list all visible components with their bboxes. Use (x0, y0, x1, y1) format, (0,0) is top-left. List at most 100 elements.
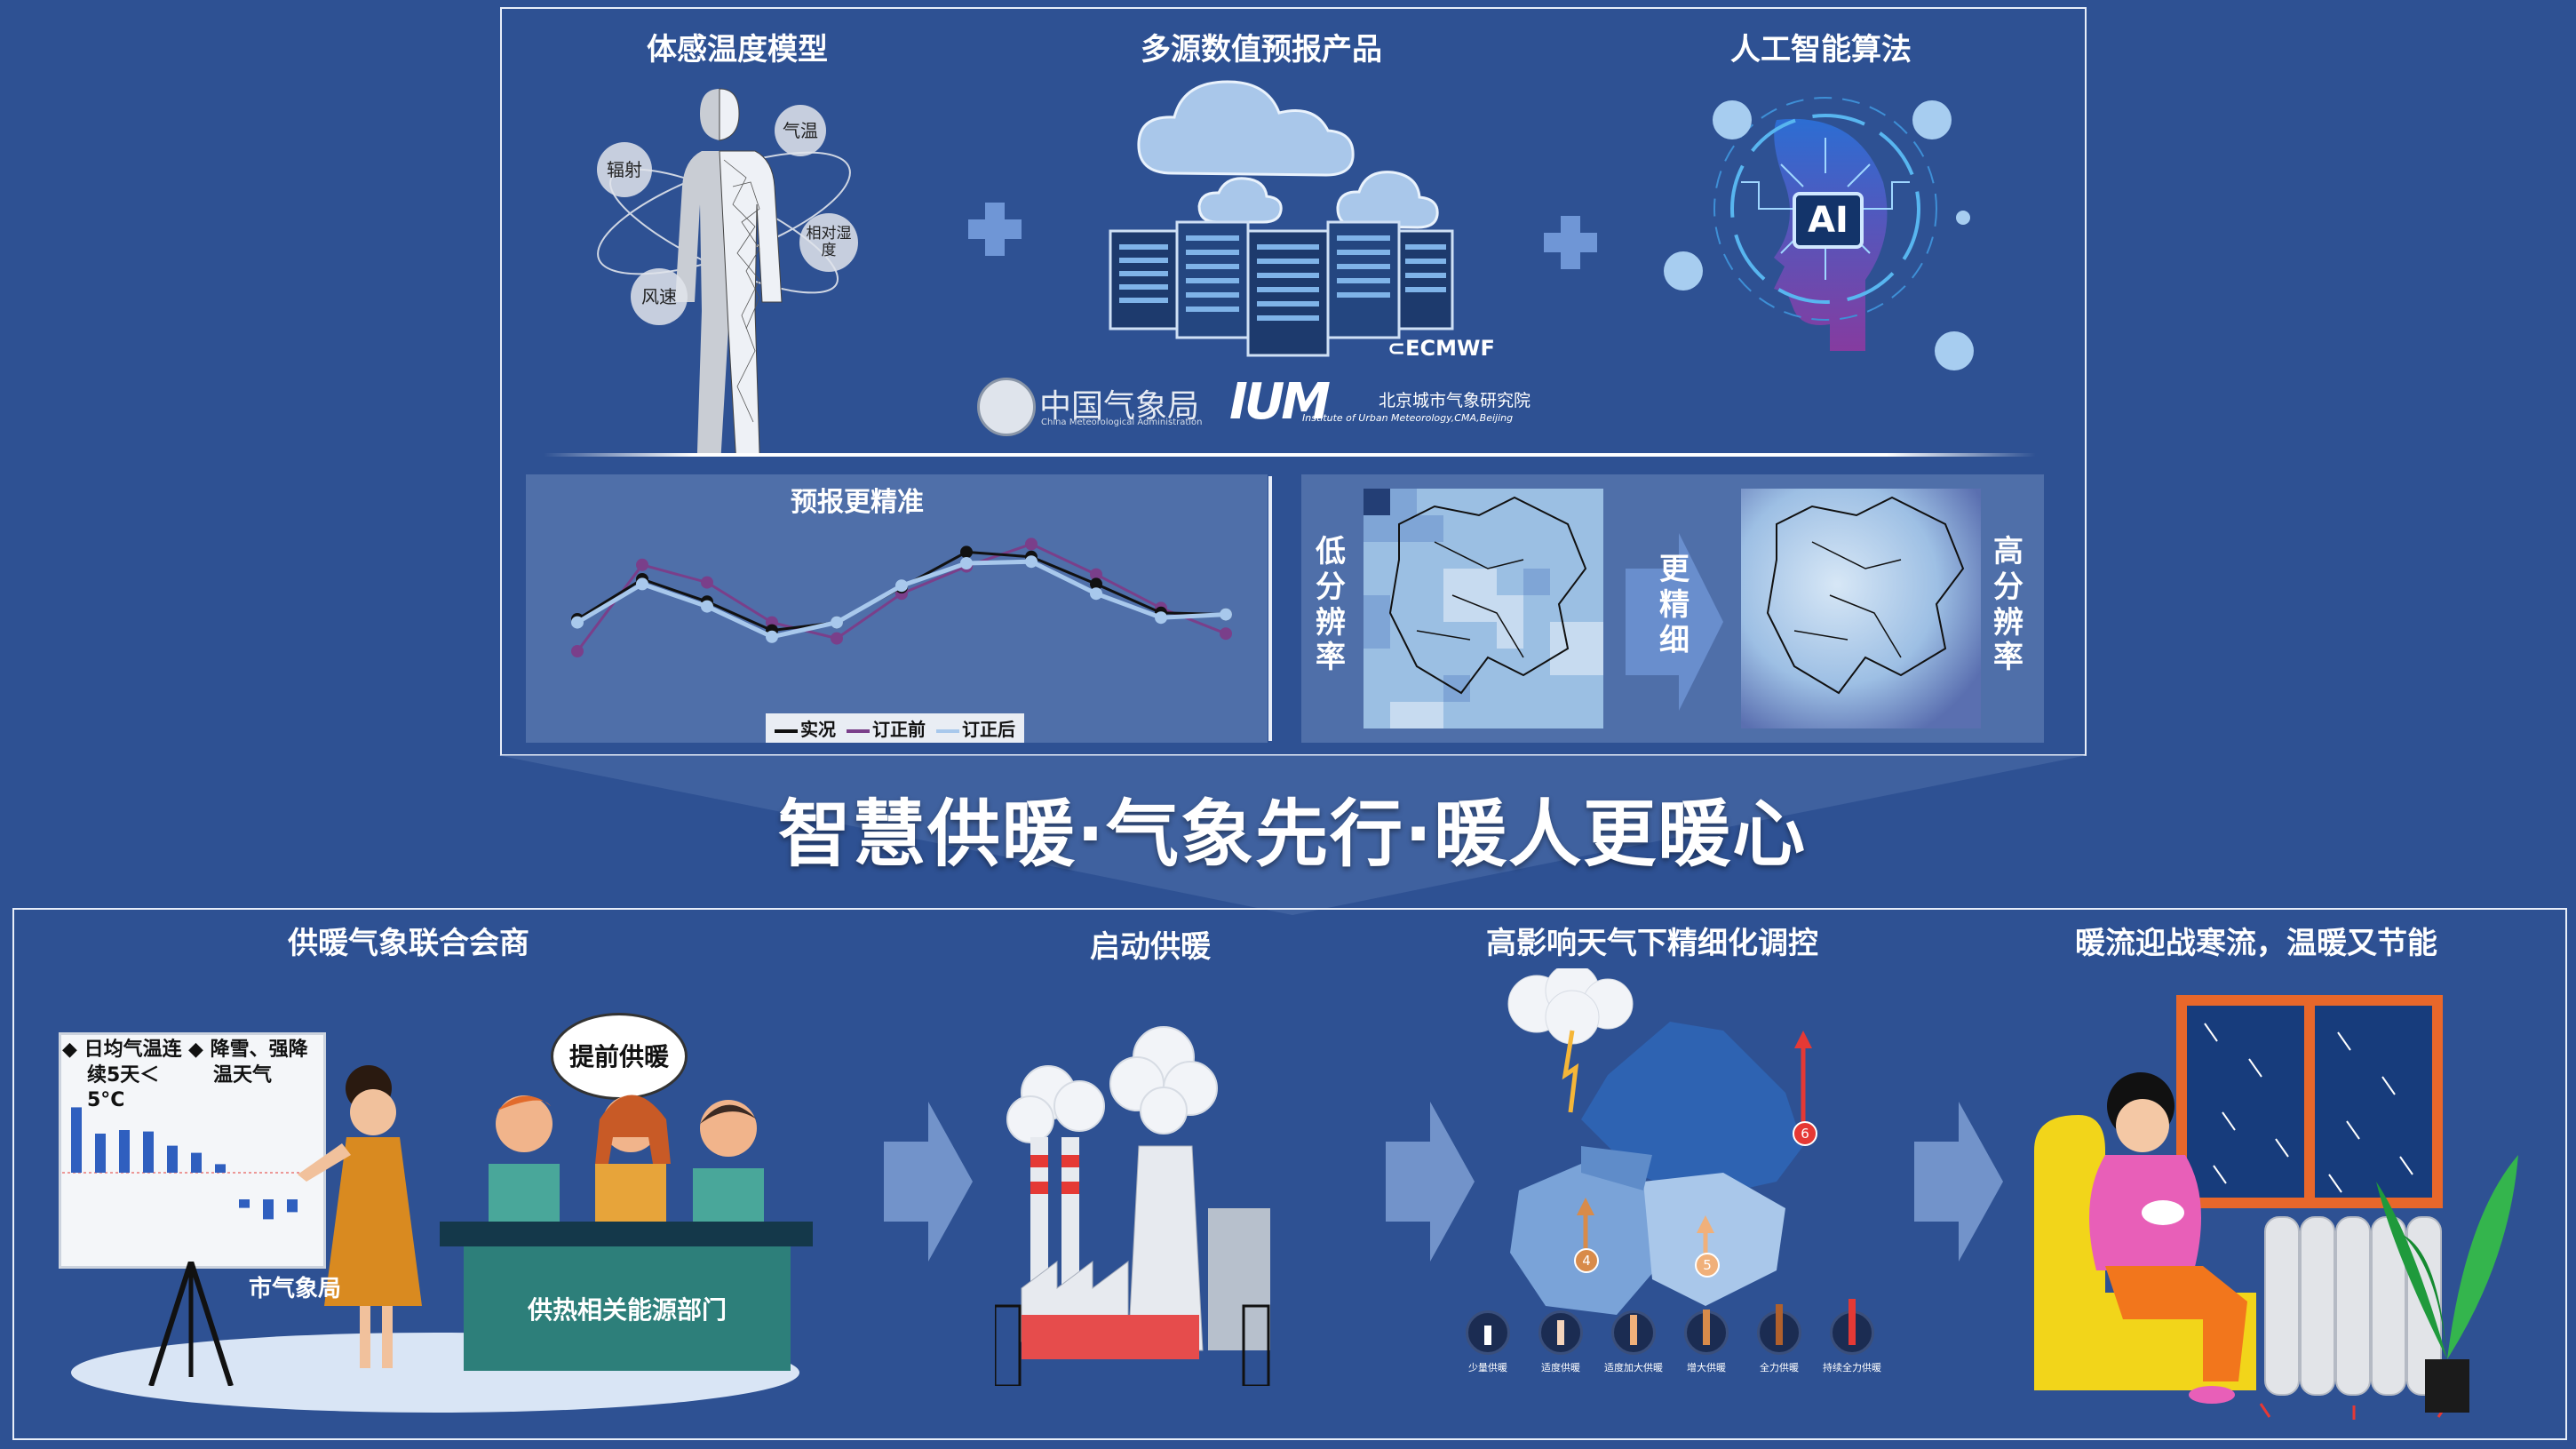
data-point (571, 645, 584, 657)
window-pane-right (2315, 1006, 2432, 1198)
legend-item-before: 订正前 (847, 715, 926, 741)
refine-arrow-icon (1626, 533, 1723, 711)
label-refine: 更精细 (1659, 552, 1690, 658)
plus-icon (985, 203, 1005, 256)
regulation-level-item: 持续全力供暖 (1821, 1299, 1883, 1374)
slogan: 智慧供暖·气象先行·暖人更暖心 (777, 792, 1808, 877)
low-resolution-map (1364, 489, 1603, 728)
slogan-banner-shape (497, 755, 2087, 915)
cma-emblem-icon (977, 378, 1036, 436)
ecmwf-text: ECMWF (1405, 336, 1495, 361)
speaker-label: 市气象局 (249, 1276, 342, 1302)
data-point (960, 545, 973, 559)
regulation-levels: 少量供暖 适度供暖 适度加大供暖 增大供暖 全力供暖持续全力供暖 (1457, 1299, 1883, 1374)
board-easel-legs (148, 1262, 234, 1386)
up-arrow-icon (1557, 1320, 1564, 1345)
data-point (571, 616, 584, 629)
regulation-level-icon (1538, 1310, 1583, 1355)
heating-plant-illustration (995, 1026, 1270, 1386)
board-bar (287, 1199, 298, 1213)
step-title-start-heating: 启动供暖 (1090, 929, 1211, 965)
board-bar (143, 1131, 154, 1173)
regulation-level-label: 增大供暖 (1687, 1362, 1726, 1373)
step-title-warm-efficient: 暖流迎战寒流，温暖又节能 (2075, 926, 2437, 961)
board-note-left: ◆ 日均气温连 续5天＜5°C (62, 1038, 187, 1114)
forecast-panel (526, 474, 1268, 743)
panel-divider (1268, 476, 1272, 741)
step-title-fine-regulation: 高影响天气下精细化调控 (1486, 926, 1818, 961)
legend-item-obs: 实况 (775, 715, 836, 741)
bubble-humidity: 相对湿度 (799, 213, 858, 272)
regulation-level-item: 增大供暖 (1675, 1310, 1737, 1374)
data-point (636, 577, 648, 591)
ium-logo-mark: IUM (1229, 373, 1331, 431)
regulation-level-label: 适度加大供暖 (1604, 1362, 1663, 1373)
data-point (831, 616, 843, 629)
regulation-level-item: 适度加大供暖 (1602, 1310, 1665, 1374)
forecast-panel-title: 预报更精准 (791, 487, 924, 518)
board-bar (119, 1130, 130, 1173)
bubble-air-temp: 气温 (775, 105, 826, 156)
data-point (1220, 608, 1232, 621)
regulation-level-label: 适度供暖 (1541, 1362, 1580, 1373)
board-line: 续5天＜5°C (87, 1063, 160, 1112)
board-bar (167, 1145, 178, 1173)
high-resolution-map (1741, 489, 1981, 728)
regulation-level-icon (1830, 1299, 1874, 1355)
regulation-level-icon (1684, 1310, 1729, 1355)
cma-name-cn: 中国气象局 (1039, 388, 1200, 425)
ium-name-cn: 北京城市气象研究院 (1379, 391, 1531, 410)
regulation-level-icon (1611, 1310, 1656, 1355)
ecmwf-logo: ⊂ECMWF (1387, 336, 1495, 361)
ecmwf-mark-icon: ⊂ (1387, 336, 1406, 361)
label-high-resolution: 高分辨率 (1993, 534, 2023, 676)
legend-item-after: 订正后 (936, 715, 1015, 741)
board-bar (95, 1134, 106, 1173)
ai-chip-label: AI (1793, 192, 1864, 249)
human-body-illustration (597, 88, 851, 453)
up-arrow-icon (1776, 1304, 1783, 1345)
regulation-level-icon (1757, 1304, 1801, 1355)
data-point (701, 576, 713, 589)
map-badge: 6 (1793, 1121, 1817, 1146)
bottom-frame (12, 908, 2567, 1440)
chart-legend: 实况 订正前 订正后 (766, 713, 1024, 743)
regulation-map-illustration (1507, 968, 1812, 1315)
cloud-server-illustration (1109, 80, 1454, 357)
potted-plant-icon (2376, 1155, 2518, 1413)
up-arrow-icon (1703, 1310, 1710, 1345)
bubble-radiation: 辐射 (597, 142, 652, 197)
data-point (1155, 611, 1167, 625)
flow-arrow-icon (884, 1102, 973, 1262)
board-bar (239, 1199, 250, 1208)
plus-icon (1561, 216, 1580, 269)
woman-in-armchair (2034, 1072, 2256, 1404)
data-point (895, 579, 908, 593)
regulation-level-label: 少量供暖 (1468, 1362, 1507, 1373)
ai-head-illustration (1664, 97, 1974, 370)
up-arrow-icon (1630, 1315, 1637, 1345)
regulation-level-item: 适度供暖 (1530, 1310, 1592, 1374)
data-point (1090, 568, 1102, 581)
data-point (766, 630, 778, 643)
up-arrow-icon (1484, 1326, 1491, 1345)
board-bar (263, 1199, 274, 1220)
energy-department-people (489, 1095, 764, 1226)
flow-arrow-icon (1386, 1102, 1475, 1262)
data-point (1220, 627, 1232, 641)
flow-arrow-icon (1914, 1102, 2003, 1262)
regulation-level-item: 全力供暖 (1748, 1304, 1810, 1374)
regulation-level-label: 持续全力供暖 (1823, 1362, 1881, 1373)
presenter-woman (298, 1065, 422, 1368)
board-bar (215, 1164, 226, 1173)
up-arrow-icon (1849, 1299, 1856, 1345)
board-bar (191, 1152, 202, 1173)
meeting-table-top (440, 1222, 813, 1246)
meeting-table-front: 供热相关能源部门 (464, 1246, 791, 1371)
board-line: ◆ 日均气温连 (62, 1039, 182, 1061)
data-point (831, 632, 843, 645)
data-point (960, 557, 973, 569)
regulation-level-item: 少量供暖 (1457, 1310, 1519, 1374)
step-title-consultation: 供暖气象联合会商 (288, 926, 529, 961)
board-bar (71, 1107, 82, 1173)
